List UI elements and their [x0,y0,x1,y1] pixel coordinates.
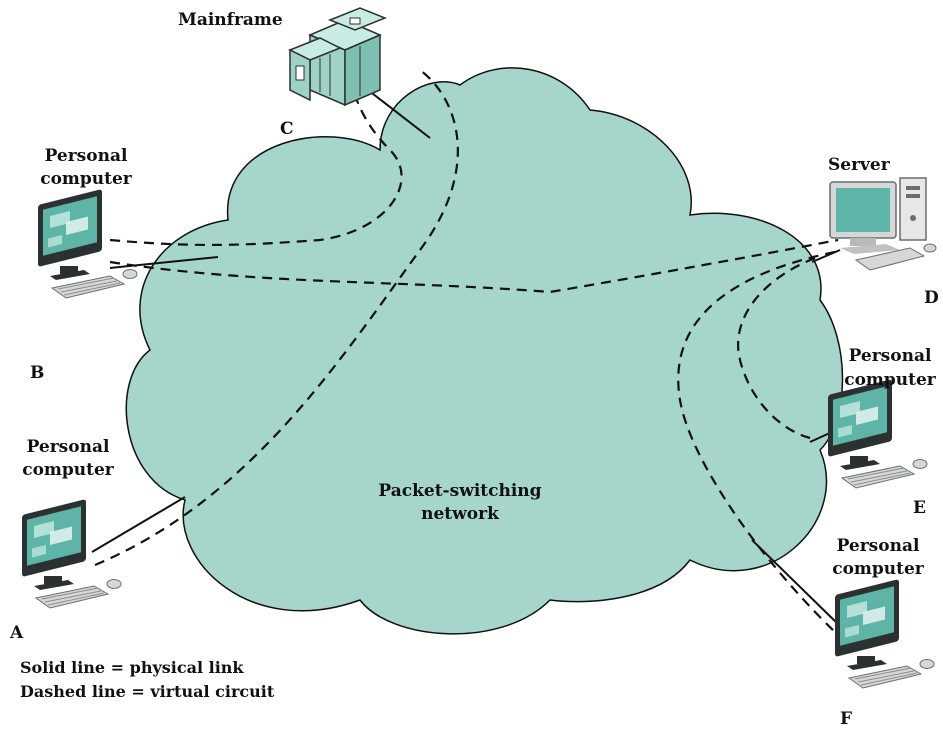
pc-b-title-line1: Personal [44,146,128,166]
circuit-a-c [94,69,459,567]
mainframe-title: Mainframe [178,10,283,30]
link-a [91,496,186,553]
pc-e-letter: E [913,498,926,518]
network-label-line1: Packet-switching [378,481,542,501]
pc-a-letter: A [10,623,24,643]
pc-f-title-line2: computer [832,559,924,579]
network-label-line2: network [421,504,499,524]
legend-solid: Solid line = physical link [20,658,244,677]
server-letter: D [924,288,939,308]
circuit-d-e [737,256,816,440]
link-f [751,539,841,627]
virtual-circuits [94,69,839,636]
pc-b-title-line2: computer [40,169,132,189]
link-b [109,256,219,269]
link-c [367,89,431,139]
legend-dashed: Dashed line = virtual circuit [20,682,275,701]
pc-f-title-line1: Personal [836,536,920,556]
mainframe-letter: C [280,119,294,139]
pc-a-title-line1: Personal [26,437,110,457]
server-icon [829,177,937,271]
physical-links [91,89,841,627]
circuit-d-f [677,250,839,636]
link-d [811,249,841,263]
pc-a-title-line2: computer [22,460,114,480]
pc-e-title-line2: computer [844,370,936,390]
personal-computer-icon-f [834,578,935,689]
network-cloud [125,67,844,635]
circuit-b-c [109,94,403,247]
server-title: Server [828,155,890,175]
pc-f-letter: F [840,709,853,729]
personal-computer-icon-e [827,378,928,489]
pc-e-title-line1: Personal [848,346,932,366]
personal-computer-icon-a [21,498,122,609]
circuit-b-d [109,238,839,294]
pc-b-letter: B [30,363,45,383]
mainframe-icon [288,7,388,107]
personal-computer-icon-b [37,188,138,299]
